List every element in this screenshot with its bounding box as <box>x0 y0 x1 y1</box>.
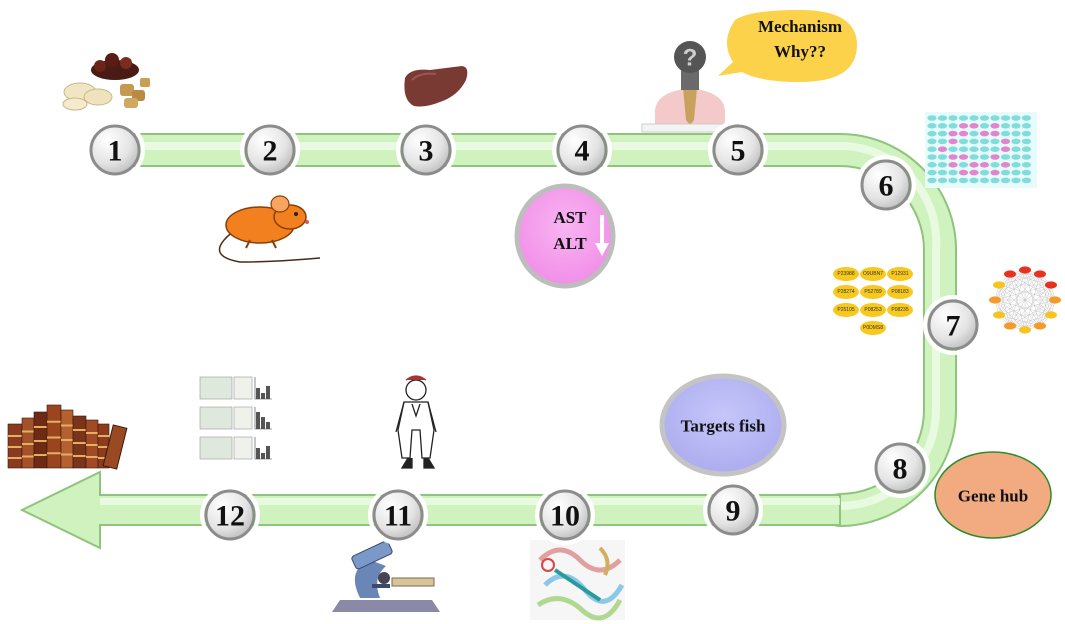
protein-pill: P52789 <box>860 285 886 299</box>
step-node-6: 6 <box>856 155 916 215</box>
gene-hub-label: Gene hub <box>958 487 1028 506</box>
microscope-icon <box>332 540 440 612</box>
step-node-10: 10 <box>535 485 595 545</box>
step-node-label: 7 <box>946 310 961 343</box>
heatmap-icon <box>925 112 1037 188</box>
step-node-label: 11 <box>384 500 412 533</box>
network-node <box>989 296 1001 304</box>
step-node-label: 8 <box>893 453 908 486</box>
network-node <box>1044 311 1057 319</box>
protein-pill: P25105 <box>833 303 859 317</box>
protein-pill-label: P08235 <box>891 307 908 313</box>
protein-pill-label: P23988 <box>837 271 854 277</box>
step-node-label: 3 <box>419 135 434 168</box>
network-node <box>1034 322 1046 330</box>
step-node-12: 12 <box>200 485 260 545</box>
blot-panel <box>199 406 272 430</box>
step-node-2: 2 <box>240 120 300 180</box>
mouse-icon <box>218 195 321 263</box>
protein-pill-label: P0DMS8 <box>863 325 883 331</box>
protein-pill-label: O9UBN7 <box>863 271 883 277</box>
protein-pill-label: P28274 <box>837 289 854 295</box>
protein-pill-label: P08253 <box>864 307 881 313</box>
protein-pill: P23988 <box>833 267 859 281</box>
enzyme-ast: AST <box>553 208 587 227</box>
network-node <box>1004 322 1016 330</box>
protein-pill: O9UBN7 <box>860 267 886 281</box>
step-node-4: 4 <box>552 120 612 180</box>
targets-fish-circle: Targets fish <box>659 373 787 477</box>
network-node <box>993 311 1006 319</box>
speech-bubble: Mechanism Why?? <box>718 10 857 82</box>
gene-hub-circle: Gene hub <box>934 451 1052 539</box>
enzyme-circle: AST ALT <box>514 183 616 289</box>
blot-figure-icon <box>199 376 272 460</box>
step-node-label: 1 <box>108 135 123 168</box>
track <box>19 133 957 550</box>
protein-pill: P08183 <box>887 285 913 299</box>
protein-pill-label: P25105 <box>837 307 854 313</box>
protein-pill-label: P52789 <box>864 289 881 295</box>
network-node <box>1034 270 1046 278</box>
book <box>102 424 128 470</box>
protein-pill: P08253 <box>860 303 886 317</box>
step-node-label: 10 <box>550 500 580 533</box>
network-node <box>993 281 1006 289</box>
network-node <box>1004 270 1016 278</box>
blot-panel <box>199 436 272 460</box>
step-node-label: 2 <box>263 135 278 168</box>
protein-pill: P0DMS8 <box>860 321 886 335</box>
herbs-icon <box>62 53 150 111</box>
step-node-11: 11 <box>368 485 428 545</box>
step-node-9: 9 <box>703 480 763 540</box>
step-node-label: 6 <box>879 170 894 203</box>
scientist-icon <box>395 375 437 469</box>
step-node-label: 5 <box>731 135 746 168</box>
step-node-8: 8 <box>870 438 930 498</box>
bubble-line-1: Mechanism <box>758 17 842 36</box>
question-mark: ? <box>683 45 698 72</box>
targets-fish-label: Targets fish <box>681 417 766 436</box>
protein-pill: P12931 <box>887 267 913 281</box>
network-icon <box>989 266 1061 334</box>
liver-icon <box>404 66 468 107</box>
protein-pill-label: P08183 <box>891 289 908 295</box>
step-node-1: 1 <box>85 120 145 180</box>
step-node-5: 5 <box>708 120 768 180</box>
step-node-7: 7 <box>923 295 983 355</box>
step-node-label: 9 <box>726 495 741 528</box>
network-node <box>1019 326 1031 334</box>
step-node-label: 4 <box>575 135 590 168</box>
protein-pill: P08235 <box>887 303 913 317</box>
protein-pill-label: P12931 <box>891 271 908 277</box>
blot-panel <box>199 376 272 400</box>
down-arrow-icon <box>595 215 609 256</box>
protein-pill: P28274 <box>833 285 859 299</box>
network-node <box>1019 266 1031 274</box>
thinking-man-icon: ? <box>641 41 739 133</box>
books-icon <box>7 404 128 470</box>
step-node-label: 12 <box>215 500 245 533</box>
enzyme-alt: ALT <box>553 234 587 253</box>
bubble-line-2: Why?? <box>774 42 826 61</box>
network-node <box>1049 296 1061 304</box>
step-node-3: 3 <box>396 120 456 180</box>
network-node <box>1044 281 1057 289</box>
molecular-docking-icon <box>530 540 625 621</box>
